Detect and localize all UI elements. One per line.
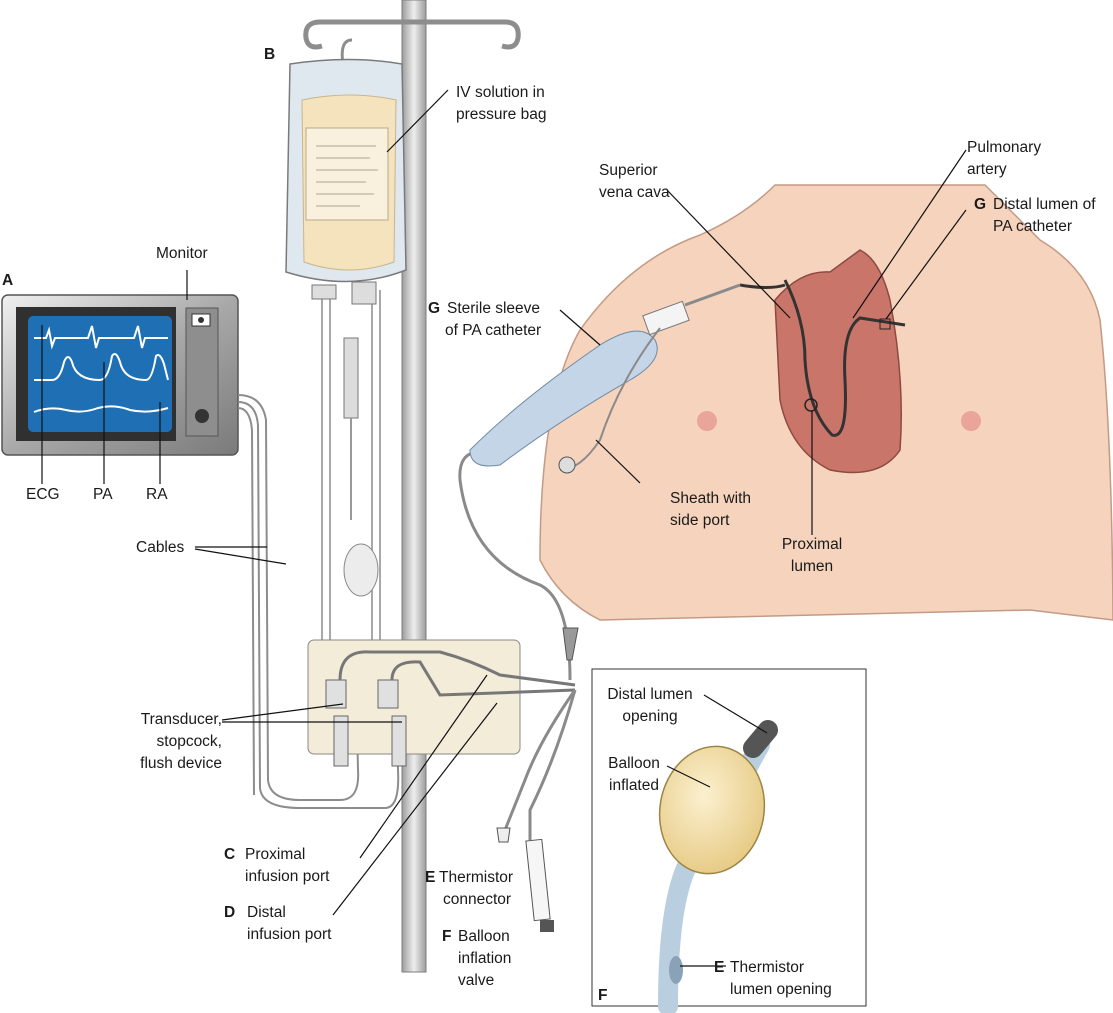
chest-illustration	[539, 184, 1113, 621]
label-monitor: Monitor	[156, 245, 208, 262]
label-proximal-port: C Proximal infusion port	[224, 846, 330, 885]
monitor-screen	[28, 316, 172, 432]
label-distal-port: D Distal infusion port	[224, 904, 332, 943]
syringe	[525, 838, 554, 932]
ecg-trace	[34, 325, 168, 350]
panel-letter-a: A	[2, 272, 14, 289]
cables	[237, 394, 400, 809]
heart	[774, 249, 902, 474]
label-transducer: Transducer,stopcock,flush device	[140, 711, 222, 772]
label-ra: RA	[146, 486, 168, 503]
label-sterile-sleeve: G Sterile sleeve of PA catheter	[428, 300, 542, 339]
panel-letter-b: B	[264, 46, 276, 63]
panel-letter-f: F	[598, 987, 608, 1004]
sterile-sleeve	[469, 283, 741, 474]
transducer-board	[307, 639, 576, 767]
label-cables: Cables	[136, 539, 185, 556]
catheter-tubing	[458, 450, 577, 840]
monitor	[1, 294, 239, 456]
ra-trace	[33, 405, 169, 413]
inset-balloon-panel	[591, 668, 867, 1013]
label-ecg: ECG	[26, 486, 60, 503]
thermistor-connector	[496, 827, 511, 843]
label-thermistor-lumen: E Thermistor lumen opening	[714, 959, 832, 998]
leader-lines	[41, 89, 967, 967]
iv-tubing	[321, 290, 381, 700]
iv-pressure-bag	[285, 38, 407, 283]
label-thermistor-connector: E Thermistor connector	[425, 869, 514, 908]
label-distal-lumen-pa: G Distal lumen of PA catheter	[974, 196, 1096, 235]
label-pa: PA	[93, 486, 113, 503]
label-balloon-valve: F Balloon inflation valve	[442, 928, 512, 989]
pa-trace	[34, 353, 169, 382]
